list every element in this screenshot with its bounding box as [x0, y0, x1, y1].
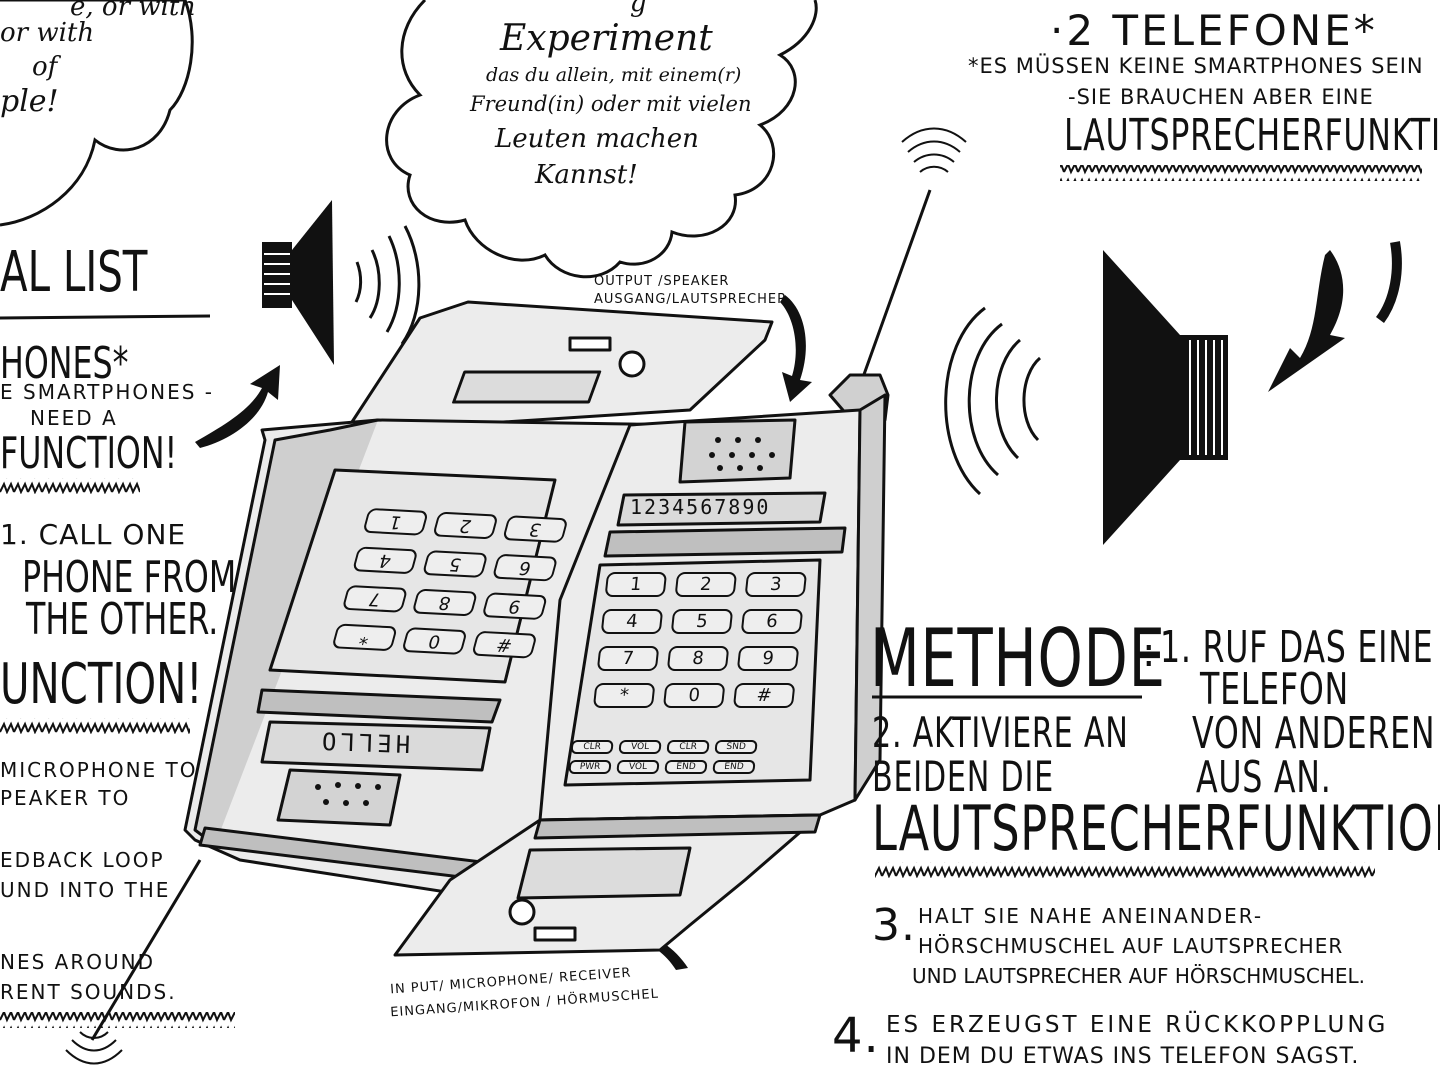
mic-note-a: MICROPHONE TO: [0, 758, 198, 782]
phone-right-key: 3: [744, 572, 808, 597]
phone-right-display: 1234567890: [630, 495, 771, 519]
phone-left-key: *: [331, 623, 398, 652]
cloud-center-line2: das du allein, mit einem(r): [486, 64, 742, 86]
cloud-left-line2: or with: [0, 18, 95, 48]
phone-right-key: 1: [604, 572, 668, 597]
function-heading-2: UNCTION!: [0, 652, 203, 717]
phone-left-display: HELLO: [317, 726, 411, 758]
phone-right-func-key: CLR: [666, 740, 710, 754]
around-note-a: NES AROUND: [0, 950, 155, 974]
step1-right-d: AUS AN.: [1196, 752, 1332, 803]
around-note-b: RENT SOUNDS.: [0, 980, 177, 1004]
step4-a: ES ERZEUGST EINE RÜCKKOPPLUNG: [886, 1012, 1389, 1038]
step1-right-c: VON ANDEREN: [1192, 708, 1436, 759]
phone-left-key: 7: [341, 584, 409, 613]
cloud-left-line4: ple!: [0, 84, 59, 119]
phone-left-key: 0: [401, 627, 468, 655]
phone-right-func-keys: CLR VOL CLR SND PWR VOL END END: [568, 740, 762, 774]
phone-right-func-key: VOL: [618, 740, 662, 754]
step4-b: IN DEM DU ETWAS INS TELEFON SAGST.: [886, 1044, 1360, 1069]
phone-right-func-key: END: [712, 760, 756, 774]
step3-a: HALT SIE NAHE ANEINANDER-: [918, 904, 1264, 928]
step1-left-b: PHONE FROM: [22, 552, 237, 603]
step1-left-c: THE OTHER.: [26, 594, 219, 645]
antenna-signal-icon-bottom: [65, 1031, 123, 1065]
squiggle: [0, 1012, 235, 1028]
phone-left-key: 1: [362, 507, 429, 536]
smartphones-note: E SMARTPHONES -: [0, 380, 214, 404]
cloud-center-title: Experiment: [500, 18, 713, 59]
squiggle: [1060, 165, 1422, 181]
cloud-center-line4: Leuten machen: [495, 124, 699, 154]
output-label-a: OUTPUT /SPEAKER: [594, 274, 730, 289]
step3-b: HÖRSCHMUSCHEL AUF LAUTSPRECHER: [918, 934, 1344, 958]
phone-right-func-key: PWR: [568, 760, 612, 774]
feedback-note-a: EDBACK LOOP: [0, 848, 165, 872]
methode-colon: :: [1142, 630, 1157, 676]
function-heading-1: FUNCTION!: [0, 428, 178, 479]
phone-right-key: *: [592, 683, 656, 708]
phone-right-keypad: 1 2 3 4 5 6 7 8 9 * 0 #: [592, 572, 817, 708]
need-note: NEED A: [30, 406, 118, 430]
cloud-left-line3: of: [32, 52, 58, 82]
phone-right-key: 2: [674, 572, 738, 597]
phone-left-key: 3: [502, 515, 569, 544]
underline: [0, 314, 211, 320]
lautsprecher-heading-2: LAUTSPRECHERFUNKTION!: [872, 792, 1440, 865]
phone-right-key: 9: [736, 646, 800, 671]
speaker-icon-right: [944, 250, 1228, 545]
phones-heading: HONES*: [0, 338, 129, 389]
phone-left-key: 4: [351, 546, 419, 575]
phone-right-key: 0: [662, 683, 726, 708]
step3-number: 3.: [872, 900, 916, 951]
step4-number: 4.: [832, 1008, 880, 1064]
squiggle: [875, 862, 1375, 878]
phone-left-key: 9: [481, 592, 549, 621]
phone-right-key: 4: [600, 609, 664, 634]
telefone-heading: ·2 TELEFONE*: [1050, 6, 1378, 55]
arrow-output: [780, 295, 812, 402]
cloud-center-line0: g: [630, 0, 647, 18]
speaker-icon-left: [262, 200, 421, 365]
step2-b: BEIDEN DIE: [872, 752, 1054, 801]
phone-left-keypad: # 0 * 9 8 7 6 5 4 3 2 1: [321, 507, 569, 659]
phone-right-func-key: VOL: [616, 760, 660, 774]
phone-right-func-key: END: [664, 760, 708, 774]
phone-left-key: #: [471, 630, 538, 659]
phone-right-key: 5: [670, 609, 734, 634]
arrow-right: [1268, 250, 1345, 392]
feedback-note-b: UND INTO THE: [0, 878, 171, 902]
no-smartphones-note: *ES MÜSSEN KEINE SMARTPHONES SEIN: [968, 54, 1424, 78]
phone-right-key: 8: [666, 646, 730, 671]
cloud-left-line1: e, or with: [70, 0, 197, 22]
brauchen-note: -SIE BRAUCHEN ABER EINE: [1068, 85, 1374, 109]
phone-right-func-key: SND: [714, 740, 758, 754]
phone-right-key: #: [732, 683, 796, 708]
arrow-left: [195, 365, 280, 448]
cloud-center-line3: Freund(in) oder mit vielen: [470, 92, 752, 116]
phone-left-key: 6: [491, 553, 559, 582]
phone-left-key: 5: [421, 550, 489, 578]
list-title: AL LIST: [0, 240, 148, 305]
output-label-b: AUSGANG/LAUTSPRECHER: [594, 292, 788, 307]
squiggle: [0, 718, 190, 734]
squiggle: [0, 478, 140, 494]
methode-heading: METHODE: [870, 612, 1166, 705]
phone-right-key: 7: [596, 646, 660, 671]
step1-left-a: 1. CALL ONE: [0, 518, 187, 551]
phone-left-key: 2: [432, 511, 499, 540]
mic-note-b: PEAKER TO: [0, 786, 131, 810]
antenna-signal-icon-top: [901, 127, 967, 173]
step2-a: 2. AKTIVIERE AN: [872, 708, 1129, 757]
step3-c: UND LAUTSPRECHER AUF HÖRSCHMUSCHEL.: [912, 964, 1365, 988]
phone-right-func-key: CLR: [570, 740, 614, 754]
cloud-left: [0, 0, 194, 227]
phone-right-key: 6: [740, 609, 804, 634]
phone-left-key: 8: [411, 588, 479, 617]
cloud-center-line5: Kannst!: [535, 160, 638, 190]
step1-right-a: 1. RUF DAS EINE: [1160, 622, 1434, 673]
step1-right-b: TELEFON: [1200, 664, 1349, 715]
lautsprecher-heading-1: LAUTSPRECHERFUNKTION!: [1064, 110, 1440, 161]
cloud-center: [385, 0, 818, 279]
